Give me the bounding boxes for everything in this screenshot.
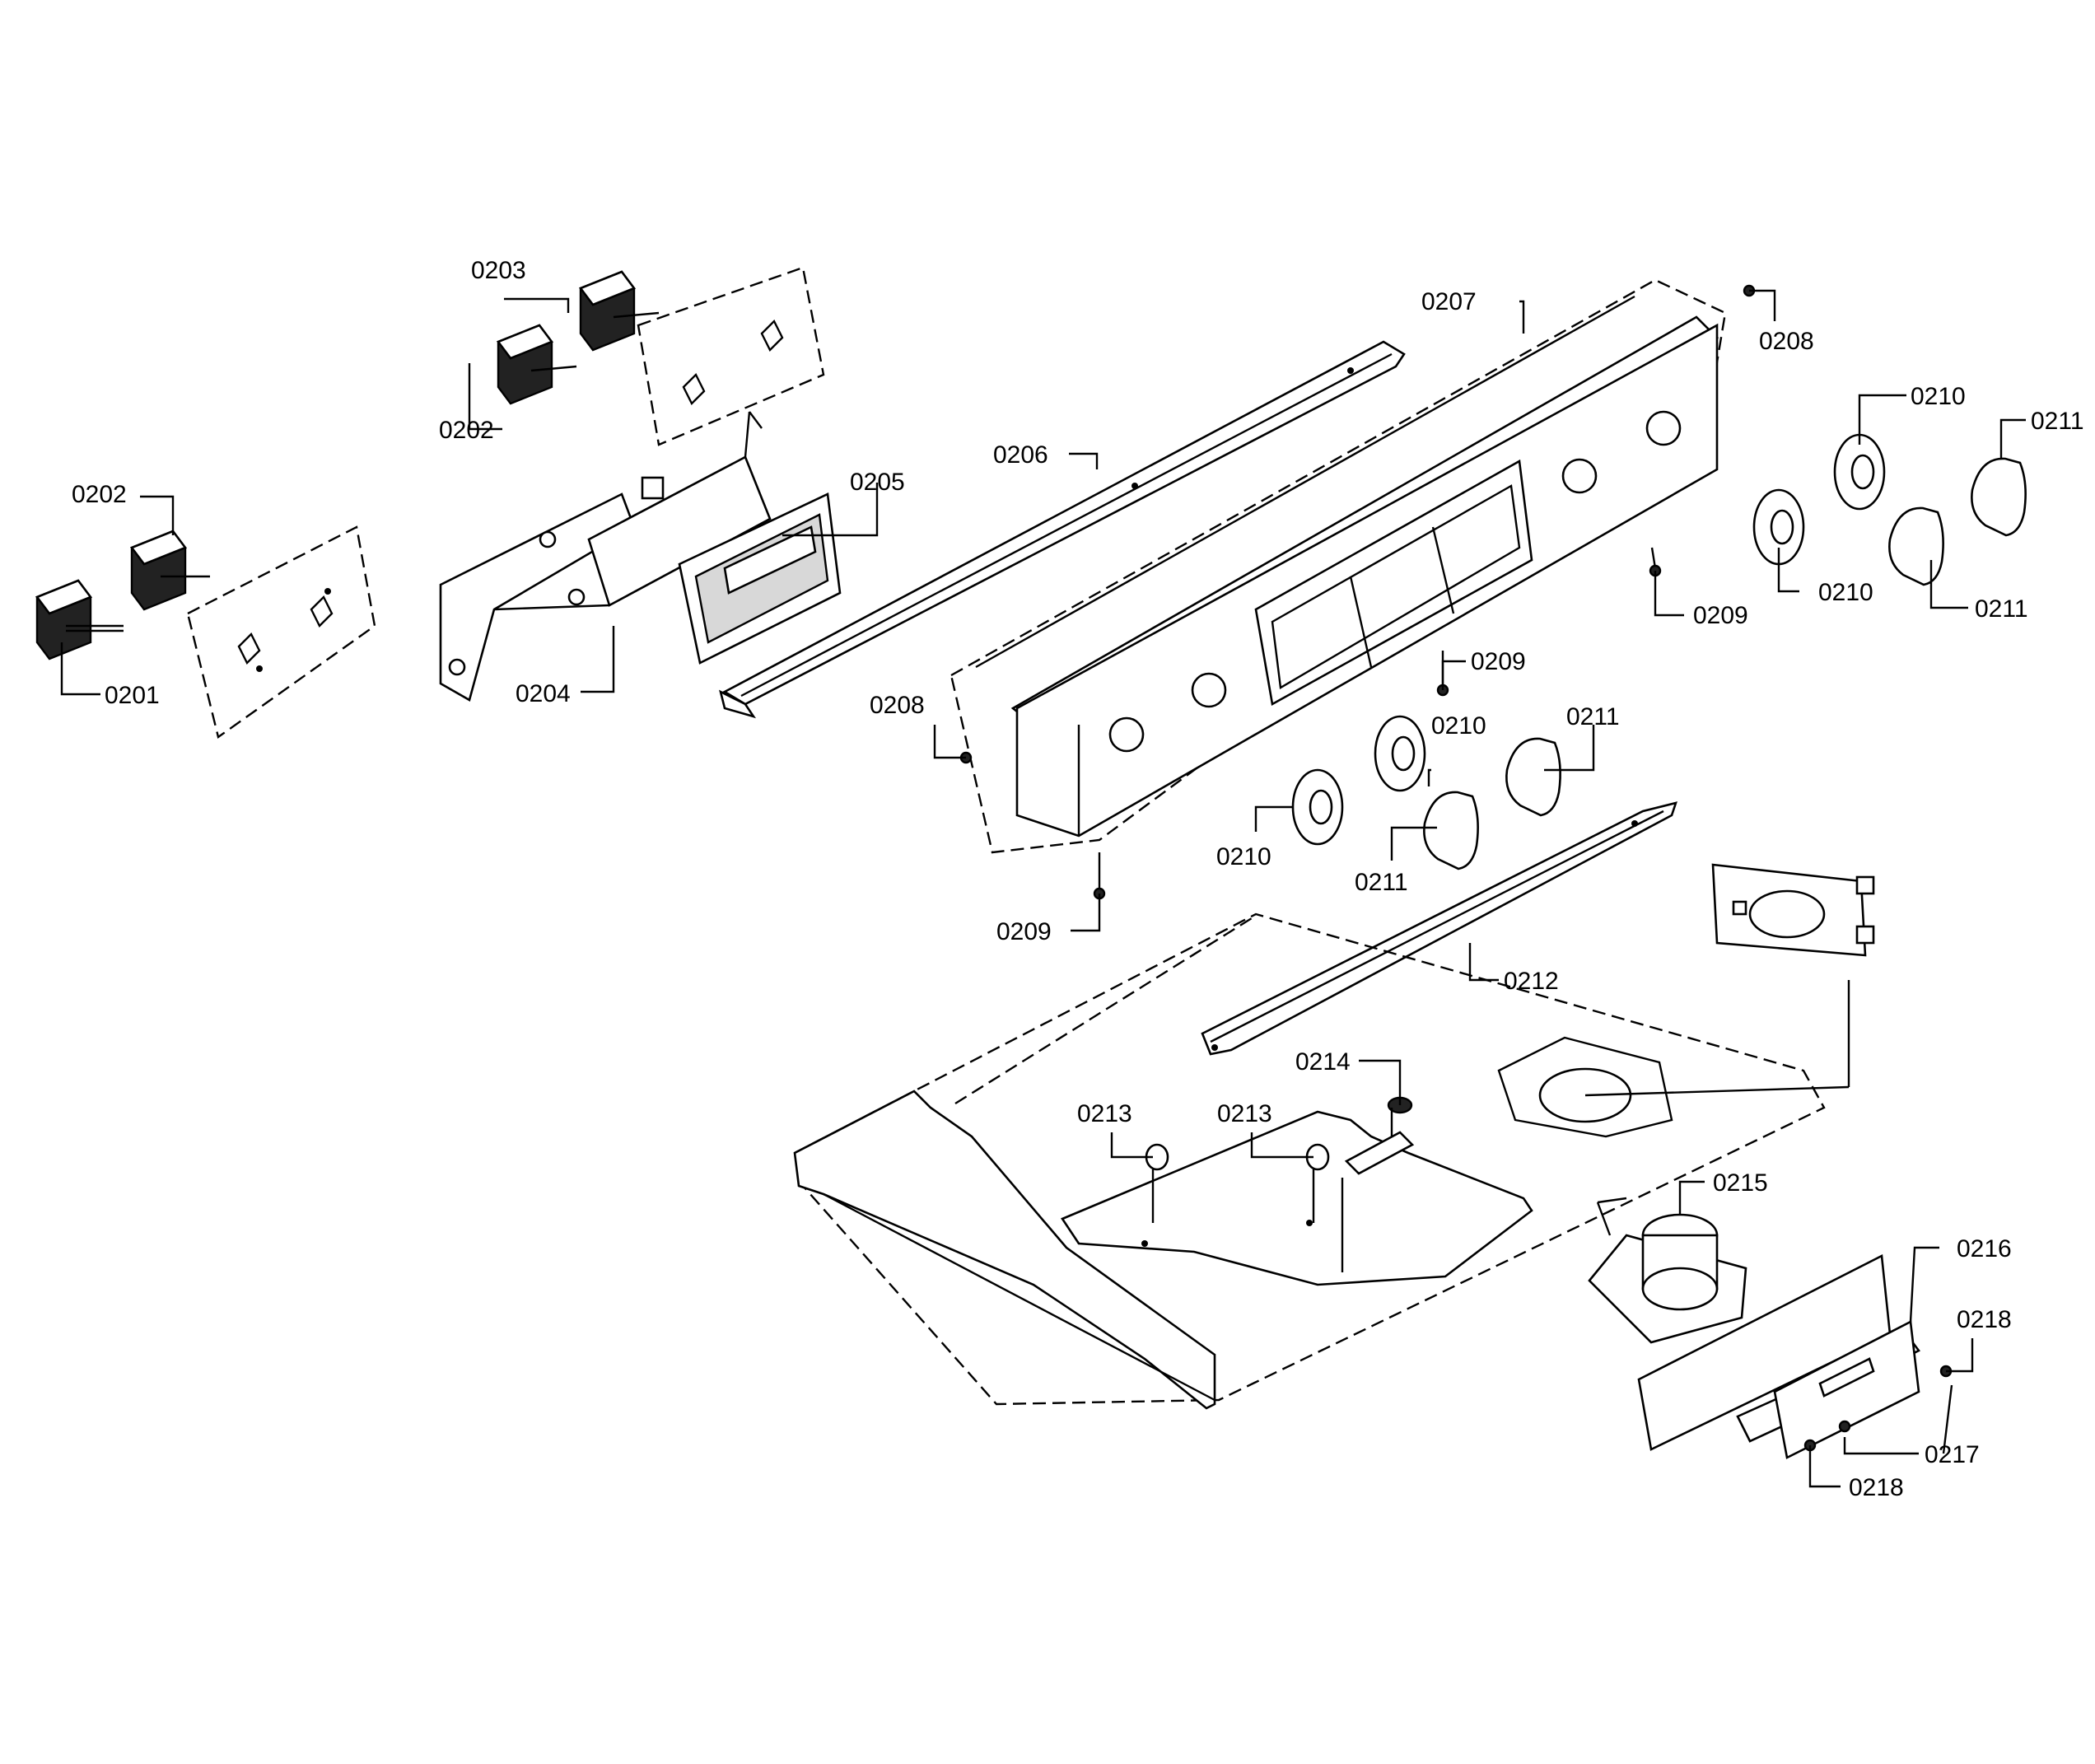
control-bracket-0204	[439, 411, 772, 702]
clip-0213-right	[1305, 1143, 1330, 1223]
callout-0215: 0215	[1713, 1169, 1768, 1197]
clip-0213-left	[1145, 1143, 1169, 1223]
callout-0210-mid-right: 0210	[1818, 579, 1873, 606]
leader-lines	[60, 289, 2026, 1488]
callout-0202-left: 0202	[72, 481, 127, 508]
control-panel-0207	[950, 278, 1727, 854]
callout-0206: 0206	[993, 441, 1048, 469]
callout-0208-left: 0208	[870, 692, 925, 719]
callout-0211-lower: 0211	[1355, 869, 1408, 896]
knob-bezel-0210-mid-right	[1752, 488, 1805, 566]
callout-0212: 0212	[1504, 968, 1559, 995]
callout-0216: 0216	[1957, 1235, 2012, 1262]
support-bar-0212	[1201, 801, 1677, 1056]
mounting-plate-left	[186, 525, 376, 739]
infinite-switch-0202-left	[129, 530, 210, 611]
knob-0211-mid-right	[1888, 506, 1944, 586]
infinite-switch-0201	[35, 579, 124, 660]
cover-plate-0217	[1773, 1319, 1920, 1459]
callout-0210-upper-right: 0210	[1911, 383, 1966, 410]
callout-0209-right: 0209	[1693, 602, 1748, 629]
callout-0207: 0207	[1421, 288, 1477, 315]
knob-0211-center	[1505, 737, 1561, 817]
callout-labels: 0201 0202 0202 0203 0204 0205 0206 0207 …	[72, 257, 2084, 1501]
callout-0211-upper-right: 0211	[2031, 408, 2084, 435]
callout-0210-center: 0210	[1431, 712, 1486, 740]
callout-0201: 0201	[105, 682, 160, 709]
callout-0218-lower: 0218	[1849, 1474, 1904, 1501]
callout-0202-upper: 0202	[439, 417, 494, 444]
surface-unit-bracket	[1711, 863, 1875, 957]
knob-0211-lower	[1423, 791, 1479, 870]
screw-0209-lower	[1093, 852, 1106, 900]
knob-bezel-0210-lower	[1291, 768, 1344, 846]
callout-0213-right: 0213	[1217, 1100, 1272, 1127]
trim-strip-0206	[719, 340, 1406, 719]
knob-bezel-0210-center	[1374, 715, 1426, 792]
callout-0213-left: 0213	[1077, 1100, 1132, 1127]
infinite-switch-0202-upper	[496, 324, 577, 405]
mounting-plate-upper	[637, 266, 825, 446]
callout-0208-upper: 0208	[1759, 328, 1814, 355]
callout-0211-center: 0211	[1566, 703, 1620, 730]
callout-0210-lower: 0210	[1216, 843, 1271, 870]
callout-0214: 0214	[1295, 1048, 1351, 1076]
callout-0209-lower: 0209	[996, 918, 1052, 945]
motor-0215	[1588, 1197, 1747, 1344]
callout-0209-center: 0209	[1471, 648, 1526, 675]
callout-0203: 0203	[471, 257, 526, 284]
callout-0217: 0217	[1925, 1441, 1980, 1468]
knob-0211-upper-right	[1971, 457, 2027, 537]
cooktop-base	[793, 912, 1850, 1410]
display-board-0205	[678, 492, 842, 665]
knob-bezel-0210-upper-right	[1833, 433, 1886, 511]
callout-0205: 0205	[850, 469, 905, 496]
infinite-switch-0203	[578, 270, 660, 352]
callout-0218-upper: 0218	[1957, 1306, 2012, 1333]
callout-0211-mid-right: 0211	[1975, 595, 2028, 623]
callout-0204: 0204	[516, 680, 571, 707]
